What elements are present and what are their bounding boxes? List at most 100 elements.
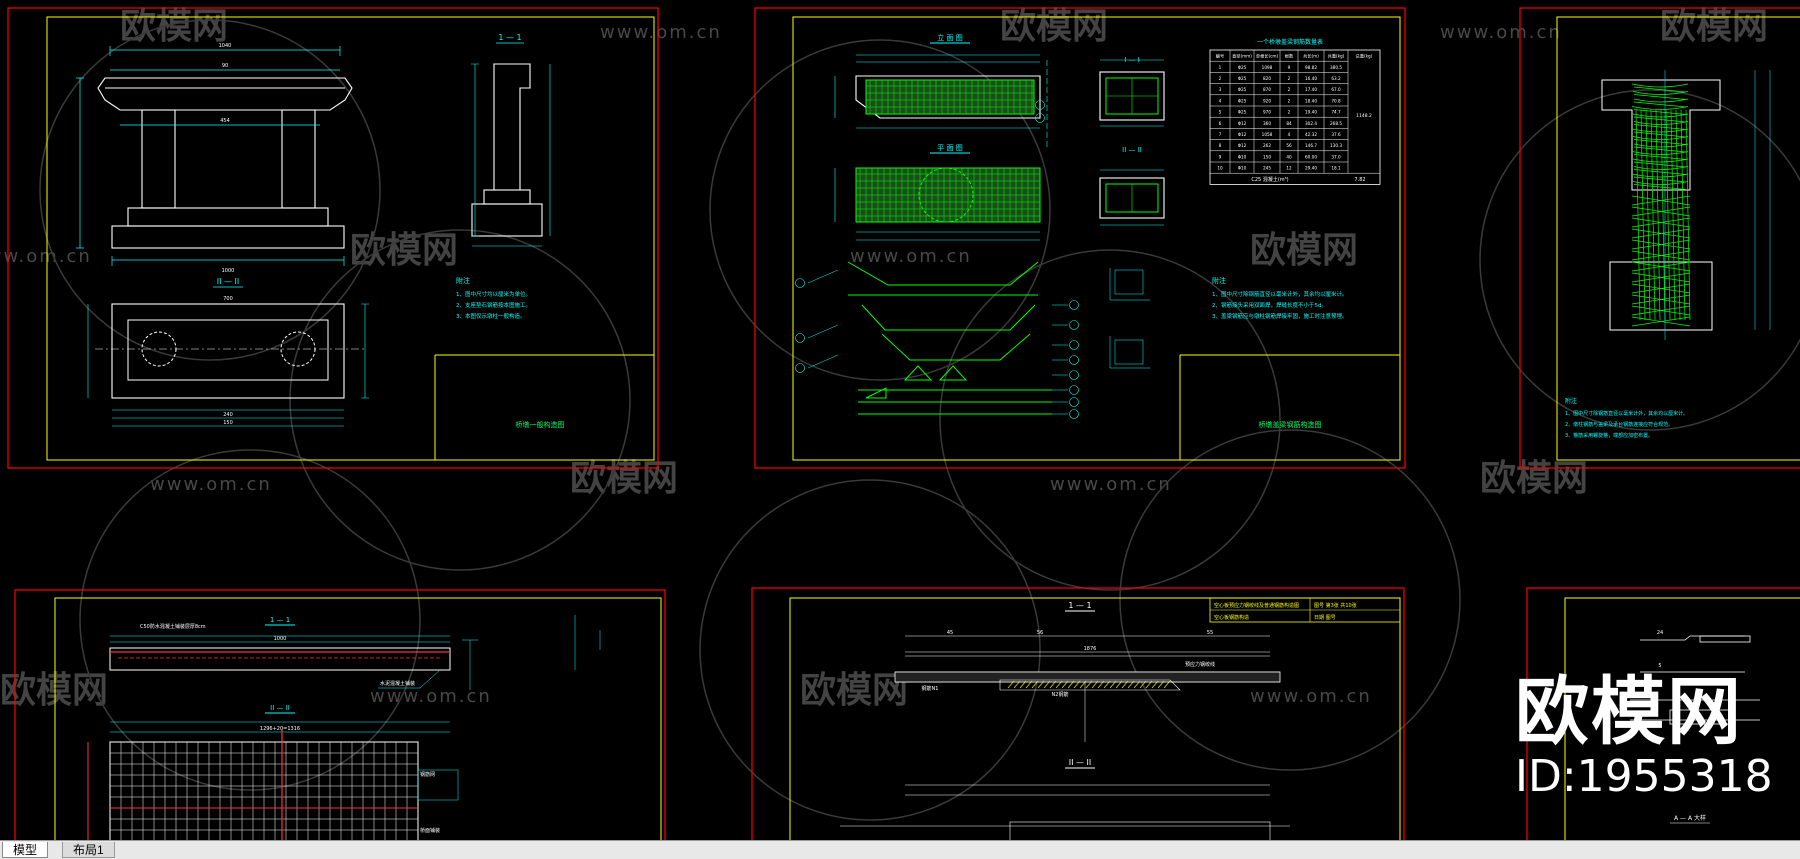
watermark-site: www.om.cn	[0, 246, 92, 267]
tab-layout1[interactable]: 布局1	[62, 842, 115, 858]
table-cell: Φ12	[1238, 132, 1247, 137]
table-cell: 40	[1286, 154, 1292, 159]
rebar-callout	[795, 278, 805, 288]
table-cell: 920	[1263, 98, 1271, 103]
rebar-callout	[795, 363, 805, 373]
svg-text:1000: 1000	[274, 636, 287, 642]
sheet-cap-beam-rebar[interactable]: 桥墩盖梁钢筋构造图 立 面 图 平 面 图	[754, 7, 1406, 469]
table-header-cell: 直径(mm)	[1232, 53, 1252, 59]
svg-text:空心板预应力钢绞线及普通钢筋构造图: 空心板预应力钢绞线及普通钢筋构造图	[1214, 602, 1299, 609]
cap-plan-view-title: 平 面 图	[937, 144, 962, 152]
svg-text:1、图中尺寸除钢筋直径以毫米计外，其余均以厘米计。: 1、图中尺寸除钢筋直径以毫米计外，其余均以厘米计。	[1212, 290, 1348, 298]
sheet-slab-rebar[interactable]: 空心板预应力钢绞线及普通钢筋构造图 空心板钢筋构造 图号 第3张 共10张 日期…	[751, 587, 1405, 858]
watermark-ring	[1119, 429, 1461, 771]
svg-text:3、本图仅示墩柱一般构造。: 3、本图仅示墩柱一般构造。	[456, 312, 526, 320]
svg-text:55: 55	[1207, 630, 1213, 636]
svg-text:附注: 附注	[456, 276, 470, 285]
table-cell: 56	[1286, 143, 1292, 148]
svg-text:1876: 1876	[1084, 646, 1097, 652]
watermark-ring	[289, 229, 631, 571]
table-cell: 302.4	[1305, 121, 1317, 126]
watermark-ring	[79, 449, 421, 791]
column-rebar-elevation	[1601, 79, 1721, 331]
sheet-pier-general[interactable]: 桥墩一般构造图 1040 90 454 1000 1 — 1	[7, 7, 659, 469]
watermark-ring	[709, 39, 1051, 381]
table-cell: 1098	[1262, 65, 1273, 70]
table-cell: 150	[1263, 154, 1271, 159]
slab-section-1-title: 1 — 1	[270, 616, 290, 624]
cap-bar-callouts	[795, 100, 1079, 419]
slab-label-paving: C50防水混凝土铺装层厚8cm	[140, 623, 206, 630]
svg-text:1000: 1000	[222, 268, 235, 274]
slab-rebar-section-2-title: II — II	[1069, 758, 1092, 767]
table-cell: 2	[1219, 76, 1222, 81]
rebar-callout	[1069, 370, 1079, 380]
watermark-logo: 欧模网	[1480, 458, 1588, 499]
svg-text:钢筋网: 钢筋网	[420, 771, 435, 778]
svg-text:钢筋N1: 钢筋N1	[922, 685, 939, 692]
svg-text:N2钢筋: N2钢筋	[1052, 691, 1069, 698]
svg-text:桥面铺装: 桥面铺装	[420, 827, 440, 834]
table-cell: 3	[1219, 87, 1222, 92]
watermark-site: www.om.cn	[1440, 22, 1562, 43]
table-cell: 970	[1263, 110, 1271, 115]
pier-section-1-title: 1 — 1	[498, 33, 521, 42]
watermark-site: www.om.cn	[1250, 686, 1372, 707]
table-cell: Φ10	[1238, 166, 1247, 171]
table-cell: 16.40	[1305, 76, 1317, 81]
watermark-logo: 欧模网	[1660, 6, 1768, 47]
rebar-callout	[1035, 100, 1045, 110]
svg-text:附注: 附注	[1565, 397, 1577, 405]
table-cell: 380.5	[1330, 65, 1342, 70]
watermark-site: www.om.cn	[850, 246, 972, 267]
rebar-callout	[1069, 385, 1079, 395]
table-cell: 12	[1286, 166, 1292, 171]
sheet-column-rebar[interactable]: 附注 1、图中尺寸除钢筋直径以毫米计外，其余均以厘米计。 2、墩柱钢筋与盖梁及承…	[1519, 7, 1800, 469]
table-cell: 146.7	[1305, 143, 1317, 148]
table-cell: 4	[1288, 132, 1291, 137]
watermark-ring	[1479, 89, 1800, 431]
sheet-detail[interactable]: 24 5 A — A 大样	[1526, 587, 1800, 858]
table-cell: 2	[1288, 87, 1291, 92]
table-concrete-value: 7.82	[1354, 177, 1365, 183]
table-concrete-label: C25 混凝土(m³)	[1251, 176, 1288, 183]
table-cell: 4	[1219, 98, 1222, 103]
detail-title: A — A 大样	[1674, 814, 1706, 822]
table-cell: 2	[1288, 76, 1291, 81]
table-cell: Φ12	[1238, 143, 1247, 148]
svg-text:1040: 1040	[219, 43, 232, 49]
layout-tab-bar: 模型 布局1	[0, 840, 1800, 859]
watermark-site: www.om.cn	[1050, 474, 1172, 495]
watermark-logo: 欧模网	[120, 6, 228, 47]
pier-section-2-title: II — II	[217, 277, 240, 286]
pier-plan-view	[95, 303, 365, 399]
rebar-callout	[1069, 340, 1079, 350]
svg-text:图号 第3张 共10张: 图号 第3张 共10张	[1314, 602, 1357, 609]
svg-text:700: 700	[223, 296, 233, 302]
table-cell: 360	[1263, 121, 1271, 126]
table-cell: 7	[1219, 132, 1222, 137]
table-cell: 74.7	[1331, 110, 1341, 115]
table-header-cell: 总重(kg)	[1356, 53, 1373, 59]
cap-notes: 附注 1、图中尺寸除钢筋直径以毫米计外，其余均以厘米计。 2、钢筋接头采用双面焊…	[1212, 276, 1348, 320]
watermark-site: www.om.cn	[600, 22, 722, 43]
pier-dimension-lines	[76, 46, 345, 266]
svg-text:45: 45	[947, 630, 953, 636]
table-cell: 98.82	[1305, 65, 1317, 70]
tab-model[interactable]: 模型	[2, 842, 49, 858]
table-cell: Φ25	[1238, 76, 1247, 81]
table-cell: 262	[1263, 143, 1271, 148]
table-header-cell: 单根长(cm)	[1256, 53, 1279, 60]
table-cell: Φ25	[1238, 65, 1247, 70]
svg-text:2、支座垫石钢筋按本图施工。: 2、支座垫石钢筋按本图施工。	[456, 301, 531, 309]
slab-section-2-title: II — II	[270, 704, 290, 712]
pier-dimension-text: 1040 90 454 1000	[219, 43, 235, 274]
pier-elevation	[97, 77, 353, 249]
rebar-callout	[1069, 320, 1079, 330]
rebar-callout	[1069, 300, 1079, 310]
svg-text:454: 454	[220, 118, 230, 124]
watermark-logo: 欧模网	[0, 670, 108, 711]
table-cell: 29.40	[1305, 166, 1317, 171]
